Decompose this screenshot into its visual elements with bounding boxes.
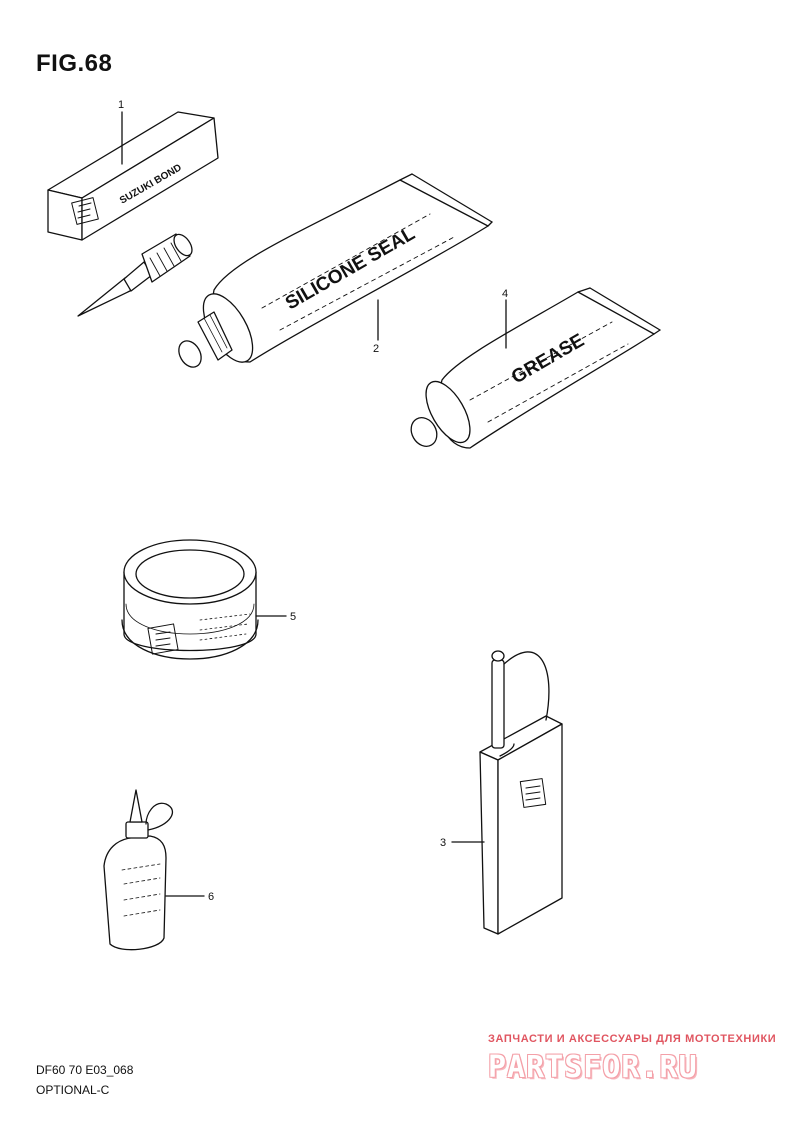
callout-1: 1 xyxy=(118,99,124,111)
diagram-subtitle: OPTIONAL-C xyxy=(36,1083,110,1097)
silicone-seal-tube: SILICONE SEAL xyxy=(178,173,493,368)
callout-2: 2 xyxy=(373,343,379,355)
squeeze-bottle xyxy=(103,789,173,951)
watermark-logo[interactable]: PARTSFOR.RU xyxy=(488,1050,698,1085)
figure-title: FIG.68 xyxy=(36,50,113,77)
grease-tin xyxy=(121,539,259,660)
grease-tube: GREASE xyxy=(410,287,661,449)
diagram-code: DF60 70 E03_068 xyxy=(36,1063,134,1077)
callout-5: 5 xyxy=(290,611,296,623)
callout-3: 3 xyxy=(440,837,446,849)
callout-4: 4 xyxy=(502,288,508,300)
oil-can xyxy=(479,650,563,935)
suzuki-bond-box: SUZUKI BOND xyxy=(47,111,219,241)
bond-nozzle xyxy=(77,233,193,317)
watermark-tagline: ЗАПЧАСТИ И АКСЕССУАРЫ ДЛЯ МОТОТЕХНИКИ xyxy=(488,1033,777,1045)
callout-6: 6 xyxy=(208,891,214,903)
